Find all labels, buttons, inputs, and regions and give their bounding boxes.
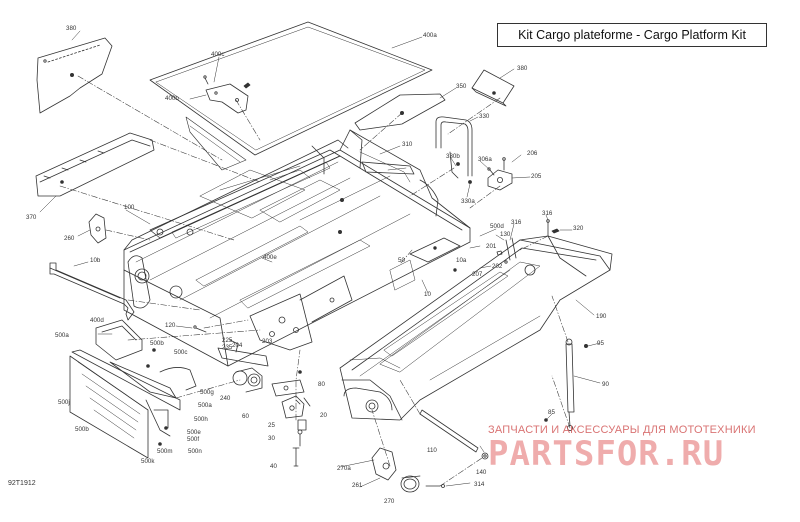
part-400a-platform-panel	[149, 21, 433, 171]
callout-370: 370	[26, 214, 37, 221]
callout-140: 140	[476, 469, 487, 476]
callout-labels: 380 400a 400c 400b 380 350 330 310 330b …	[26, 25, 609, 505]
callout-306a: 306a	[478, 156, 492, 163]
part-204-arm	[217, 339, 269, 367]
callout-500e: 500e	[187, 429, 201, 436]
callout-50: 50	[398, 257, 405, 264]
part-100-main-frame	[123, 129, 471, 367]
part-190-side-rail	[339, 235, 613, 421]
callout-240: 240	[220, 395, 231, 402]
part-10a-tie-bar	[409, 237, 461, 272]
watermark-brand: PARTSFOR.RU	[488, 434, 725, 474]
part-90-gas-strut	[544, 338, 589, 431]
callout-310: 310	[402, 141, 413, 148]
part-330-handle	[435, 116, 473, 184]
callout-500n: 500n	[188, 448, 202, 455]
callout-190: 190	[596, 313, 607, 320]
callout-330: 330	[479, 113, 490, 120]
callout-316: 316	[511, 219, 522, 226]
callout-500b-second: 500b	[75, 426, 89, 433]
callout-330b: 330b	[446, 153, 460, 160]
callout-400c: 400c	[211, 51, 224, 58]
callout-500d: 500d	[490, 223, 504, 230]
callout-500c: 500c	[174, 349, 187, 356]
diagram-title: Kit Cargo plateforme - Cargo Platform Ki…	[497, 23, 767, 47]
callout-400e: 400e	[263, 254, 277, 261]
part-110-rod	[419, 409, 479, 453]
callout-205: 205	[531, 173, 542, 180]
part-370-rail-guard	[35, 132, 155, 197]
callout-25: 25	[268, 422, 275, 429]
part-120-fastener	[193, 325, 207, 333]
part-261-wheel	[371, 447, 421, 493]
callout-380-right: 380	[517, 65, 528, 72]
callout-500g: 500g	[200, 389, 214, 396]
callout-203: 203	[262, 338, 273, 345]
callout-100: 100	[124, 204, 135, 211]
part-260-bracket	[88, 213, 107, 244]
part-350-plate	[354, 93, 446, 131]
callout-500j: 500j	[58, 399, 70, 406]
callout-206: 206	[527, 150, 538, 157]
callout-500m: 500m	[157, 448, 172, 455]
callout-270: 270	[384, 498, 395, 505]
callout-350: 350	[456, 83, 467, 90]
callout-225: 225	[222, 337, 233, 344]
callout-314: 314	[474, 481, 485, 488]
callout-10b: 10b	[90, 257, 101, 264]
callout-204: 204	[232, 342, 243, 349]
callout-10: 10	[424, 291, 431, 298]
callout-380: 380	[66, 25, 77, 32]
callout-95: 95	[597, 340, 604, 347]
callout-500a-second: 500a	[198, 402, 212, 409]
watermark: ЗАПЧАСТИ И АКСЕССУАРЫ ДЛЯ МОТОТЕХНИКИ PA…	[488, 424, 784, 472]
callout-500k: 500k	[141, 458, 155, 465]
part-205-latch	[487, 157, 513, 191]
callout-500f: 500f	[187, 436, 199, 443]
callout-90: 90	[602, 381, 609, 388]
part-500-support-assembly	[69, 319, 197, 459]
diagram-reference-code: 92T1912	[8, 480, 36, 487]
callout-80: 80	[318, 381, 325, 388]
callout-60: 60	[242, 413, 249, 420]
callout-leaders	[39, 30, 601, 488]
part-20-40-hardware-stack	[271, 370, 311, 467]
callout-400b: 400b	[165, 95, 179, 102]
callout-40: 40	[270, 463, 277, 470]
part-380-left-guard	[36, 37, 113, 114]
callout-330a: 330a	[461, 198, 475, 205]
callout-500b: 500b	[150, 340, 164, 347]
assembly-dash-lines	[59, 75, 571, 487]
callout-500h: 500h	[194, 416, 208, 423]
callout-120: 120	[165, 322, 176, 329]
callout-201: 201	[486, 243, 497, 250]
watermark-tagline: ЗАПЧАСТИ И АКСЕССУАРЫ ДЛЯ МОТОТЕХНИКИ	[488, 424, 756, 436]
callout-10a: 10a	[456, 257, 467, 264]
callout-235: 235	[222, 344, 233, 351]
callout-261: 261	[352, 482, 363, 489]
callout-85: 85	[548, 409, 555, 416]
part-240-hub	[232, 367, 263, 393]
callout-270a: 270a	[337, 465, 351, 472]
part-400c-bracket	[203, 75, 251, 114]
callout-320: 320	[573, 225, 584, 232]
callout-110: 110	[427, 447, 437, 454]
callout-500a: 500a	[55, 332, 69, 339]
callout-400d: 400d	[90, 317, 104, 324]
callout-30: 30	[268, 435, 275, 442]
callout-316-second: 316	[542, 210, 553, 217]
callout-400a: 400a	[423, 32, 437, 39]
callout-20: 20	[320, 412, 327, 419]
part-380-right-guard	[471, 69, 515, 107]
callout-202: 202	[492, 263, 503, 270]
callout-207: 207	[472, 271, 483, 278]
part-316-320-hardware	[496, 219, 560, 264]
callout-260: 260	[64, 235, 75, 242]
part-140-314-washers	[425, 452, 489, 488]
callout-130: 130	[500, 231, 511, 238]
part-10b-bar	[49, 262, 135, 321]
